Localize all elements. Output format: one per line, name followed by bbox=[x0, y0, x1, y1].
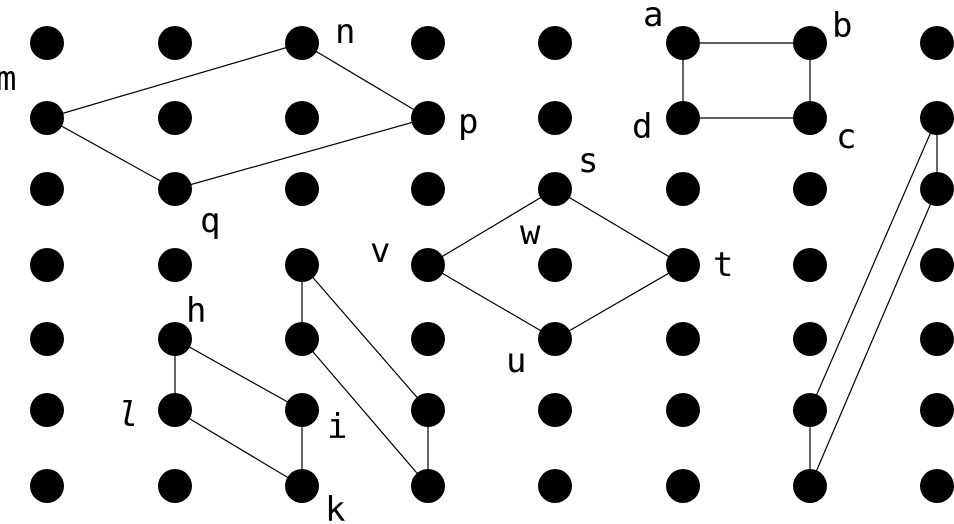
grid-dot bbox=[285, 322, 319, 356]
label-q: q bbox=[200, 201, 220, 241]
grid-dot bbox=[538, 26, 572, 60]
grid-dot bbox=[30, 393, 64, 427]
grid-dot bbox=[920, 322, 954, 356]
label-n: n bbox=[335, 12, 355, 52]
label-c: c bbox=[836, 117, 856, 157]
grid-dot bbox=[158, 393, 192, 427]
label-w: w bbox=[520, 213, 541, 253]
edge-line bbox=[301, 264, 429, 411]
grid-dot bbox=[158, 172, 192, 206]
label-t: t bbox=[713, 245, 733, 285]
edge-line bbox=[301, 338, 429, 487]
label-p: p bbox=[458, 102, 478, 142]
grid-dot bbox=[666, 101, 700, 135]
grid-dot bbox=[411, 101, 445, 135]
grid-dot bbox=[793, 172, 827, 206]
dot-layer bbox=[30, 26, 954, 503]
edge-line bbox=[809, 117, 938, 411]
grid-dot bbox=[920, 26, 954, 60]
grid-dot bbox=[411, 393, 445, 427]
grid-dot bbox=[285, 248, 319, 282]
label-layer: a b c d m n p q s t u v w h i k l bbox=[0, 0, 856, 524]
label-d: d bbox=[632, 107, 652, 147]
edge-line bbox=[427, 188, 556, 266]
grid-dot bbox=[666, 172, 700, 206]
edge-line bbox=[174, 338, 303, 411]
label-i: i bbox=[327, 407, 347, 447]
grid-dot bbox=[158, 26, 192, 60]
grid-dot bbox=[793, 393, 827, 427]
grid-dot bbox=[411, 248, 445, 282]
grid-dot bbox=[158, 101, 192, 135]
edge-line bbox=[301, 42, 429, 119]
grid-dot bbox=[793, 248, 827, 282]
label-b: b bbox=[832, 6, 852, 46]
grid-dot bbox=[666, 322, 700, 356]
grid-dot bbox=[411, 26, 445, 60]
label-s: s bbox=[578, 141, 598, 181]
grid-dot bbox=[538, 393, 572, 427]
edge-line bbox=[174, 409, 303, 487]
grid-dot bbox=[30, 172, 64, 206]
edge-line bbox=[174, 117, 429, 190]
grid-dot bbox=[285, 172, 319, 206]
grid-dot bbox=[30, 469, 64, 503]
grid-dot bbox=[666, 469, 700, 503]
grid-dot bbox=[538, 172, 572, 206]
edge-line bbox=[427, 264, 556, 340]
label-v: v bbox=[370, 231, 390, 271]
grid-dot bbox=[920, 172, 954, 206]
grid-dot bbox=[285, 393, 319, 427]
grid-dot bbox=[920, 101, 954, 135]
grid-dot bbox=[30, 26, 64, 60]
grid-dot bbox=[411, 322, 445, 356]
grid-dot bbox=[666, 26, 700, 60]
label-l: l bbox=[118, 395, 138, 435]
label-u: u bbox=[506, 341, 526, 381]
grid-dot bbox=[793, 322, 827, 356]
grid-dot bbox=[285, 469, 319, 503]
grid-dot bbox=[793, 469, 827, 503]
grid-dot bbox=[30, 248, 64, 282]
edge-line bbox=[554, 264, 684, 340]
label-a: a bbox=[643, 0, 663, 35]
label-m: m bbox=[0, 59, 16, 99]
grid-dot bbox=[793, 26, 827, 60]
label-h: h bbox=[186, 291, 206, 331]
grid-dot bbox=[666, 248, 700, 282]
grid-dot bbox=[666, 393, 700, 427]
grid-dot bbox=[538, 248, 572, 282]
grid-dot bbox=[793, 101, 827, 135]
grid-dot bbox=[538, 101, 572, 135]
grid-dot bbox=[920, 469, 954, 503]
grid-dot bbox=[411, 469, 445, 503]
grid-dot bbox=[158, 322, 192, 356]
label-k: k bbox=[325, 490, 345, 524]
grid-dot bbox=[30, 322, 64, 356]
grid-dot bbox=[158, 248, 192, 282]
edge-line bbox=[809, 188, 938, 487]
grid-dot bbox=[285, 101, 319, 135]
edge-line bbox=[46, 117, 176, 190]
grid-dot bbox=[30, 101, 64, 135]
grid-dot bbox=[538, 469, 572, 503]
grid-dot bbox=[538, 322, 572, 356]
grid-dot bbox=[285, 26, 319, 60]
grid-dot bbox=[158, 469, 192, 503]
edge-line bbox=[46, 42, 303, 119]
grid-dot bbox=[920, 248, 954, 282]
grid-dot bbox=[920, 393, 954, 427]
edge-line bbox=[554, 188, 684, 266]
grid-dot bbox=[411, 172, 445, 206]
